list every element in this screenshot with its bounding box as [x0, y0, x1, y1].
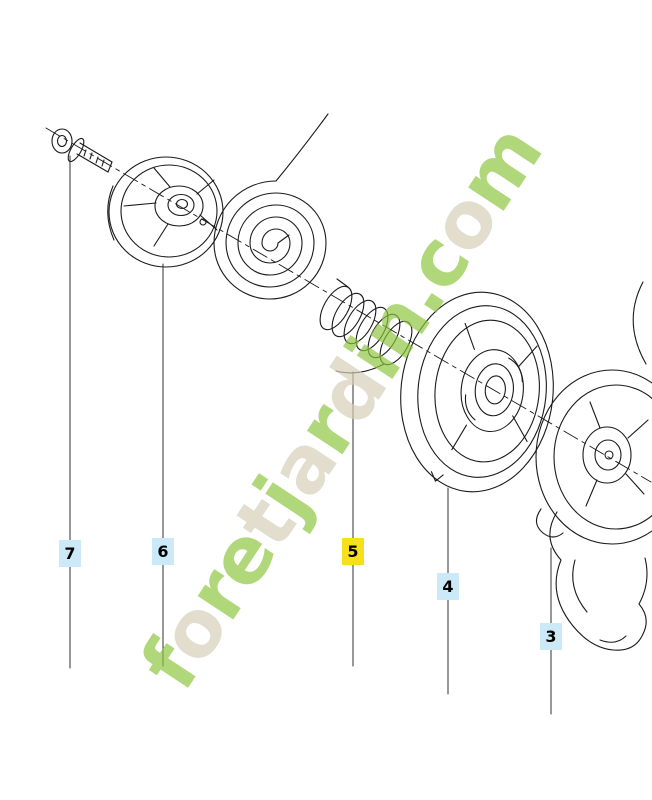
screw-drawing: [51, 128, 113, 173]
part-label-4[interactable]: 4: [437, 573, 459, 600]
spiral-spring-drawing: [213, 113, 329, 300]
center-axis-line: [45, 127, 652, 483]
coil-spring-drawing: [319, 278, 413, 374]
part-label-7[interactable]: 7: [59, 540, 81, 567]
part-label-3[interactable]: 3: [540, 623, 562, 650]
housing-drawing: [535, 281, 652, 651]
pulley-drawing: [400, 291, 554, 493]
leader-lines: [69, 155, 552, 715]
part-label-6[interactable]: 6: [152, 538, 174, 565]
starter-cup-drawing: [107, 156, 224, 268]
part-label-5-highlighted[interactable]: 5: [342, 538, 364, 565]
